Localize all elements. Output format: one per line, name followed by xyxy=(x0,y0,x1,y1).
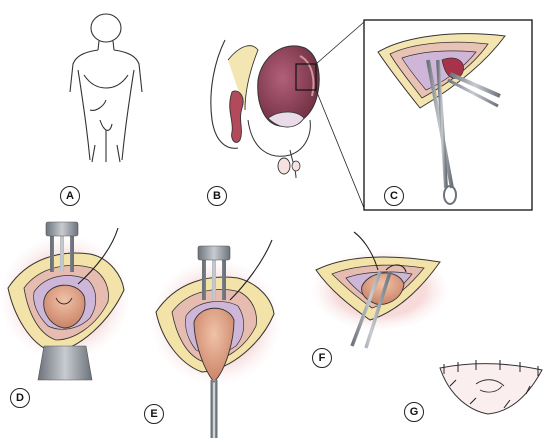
zoom-line-top xyxy=(315,21,365,65)
panel-label-a: A xyxy=(60,186,80,206)
panel-b-sagittal-view xyxy=(210,21,365,209)
panel-label-g: G xyxy=(404,402,424,422)
panel-label-f: F xyxy=(312,348,332,368)
panel-label-c: C xyxy=(384,186,404,206)
panel-f-suturing xyxy=(312,231,448,349)
panel-g-closed-wound xyxy=(439,360,543,415)
panel-c-enlarged-incision xyxy=(363,19,533,211)
panel-a-child-figure xyxy=(69,13,143,163)
zoom-line-bottom xyxy=(315,89,365,209)
panel-d-retracted-bladder xyxy=(1,221,129,381)
panel-label-e: E xyxy=(144,404,164,424)
panel-label-d: D xyxy=(10,388,30,408)
panel-label-b: B xyxy=(207,186,227,206)
panel-e-urethral-catheter xyxy=(152,239,280,438)
zoom-box xyxy=(295,63,317,91)
